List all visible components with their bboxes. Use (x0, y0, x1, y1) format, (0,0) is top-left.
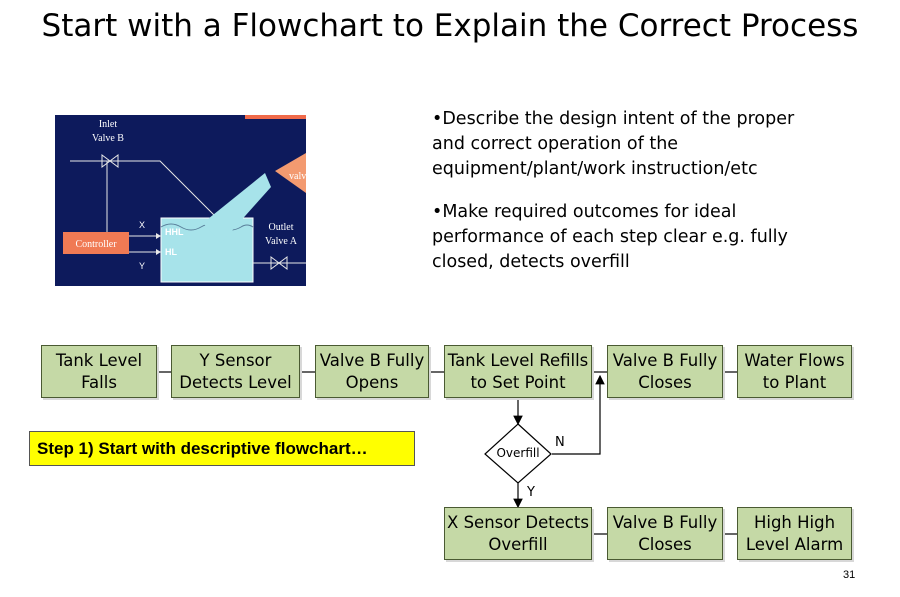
step-tank-refills: Tank Level Refills to Set Point (444, 345, 592, 398)
no-branch-label: N (555, 435, 565, 450)
valve-callout-text: valv (289, 171, 306, 182)
yes-branch-label: Y (527, 485, 535, 500)
inlet-label: Inlet (99, 119, 118, 130)
step-x-sensor-detects-overfill: X Sensor Detects Overfill (444, 507, 592, 560)
controller-box (63, 232, 129, 254)
x-signal-label: X (139, 220, 145, 230)
callout-bar-fragment (245, 115, 306, 119)
callout-pointer (203, 173, 271, 243)
step-high-high-level-alarm: High High Level Alarm (737, 507, 852, 560)
inlet-valve-icon (101, 154, 119, 168)
step-water-flows: Water Flows to Plant (737, 345, 852, 398)
inlet-pipe (70, 160, 221, 222)
step-y-sensor-detects-level: Y Sensor Detects Level (171, 345, 300, 398)
bullet-list: •Describe the design intent of the prope… (432, 107, 832, 293)
overfill-label: Overfill (496, 446, 540, 460)
bullet-outcomes: •Make required outcomes for ideal perfor… (432, 202, 788, 272)
outlet-valve-icon (270, 256, 288, 270)
inlet-valve-label: Valve B (92, 133, 124, 144)
tank-schematic: Inlet Valve B valv Controller X Y HHL HL… (55, 115, 306, 286)
overfill-decision-diamond (484, 423, 552, 484)
hl-label: HL (165, 247, 177, 257)
arrow-no-branch (552, 374, 605, 455)
step-tank-level-falls: Tank Level Falls (41, 345, 157, 398)
bullet-design-intent: •Describe the design intent of the prope… (432, 109, 795, 179)
y-signal-label: Y (139, 261, 145, 271)
hhl-label: HHL (165, 227, 184, 237)
step-callout: Step 1) Start with descriptive flowchart… (29, 431, 415, 466)
slide-number: 31 (843, 569, 856, 581)
outlet-valve-label: Valve A (265, 236, 298, 247)
step-valve-b-opens: Valve B Fully Opens (315, 345, 429, 398)
outlet-label: Outlet (269, 222, 294, 233)
slide-title: Start with a Flowchart to Explain the Co… (41, 8, 859, 44)
step-valve-b-closes-alarm-path: Valve B Fully Closes (607, 507, 723, 560)
controller-label: Controller (75, 239, 117, 250)
step-valve-b-closes: Valve B Fully Closes (607, 345, 723, 398)
valve-callout-shape (275, 153, 306, 193)
